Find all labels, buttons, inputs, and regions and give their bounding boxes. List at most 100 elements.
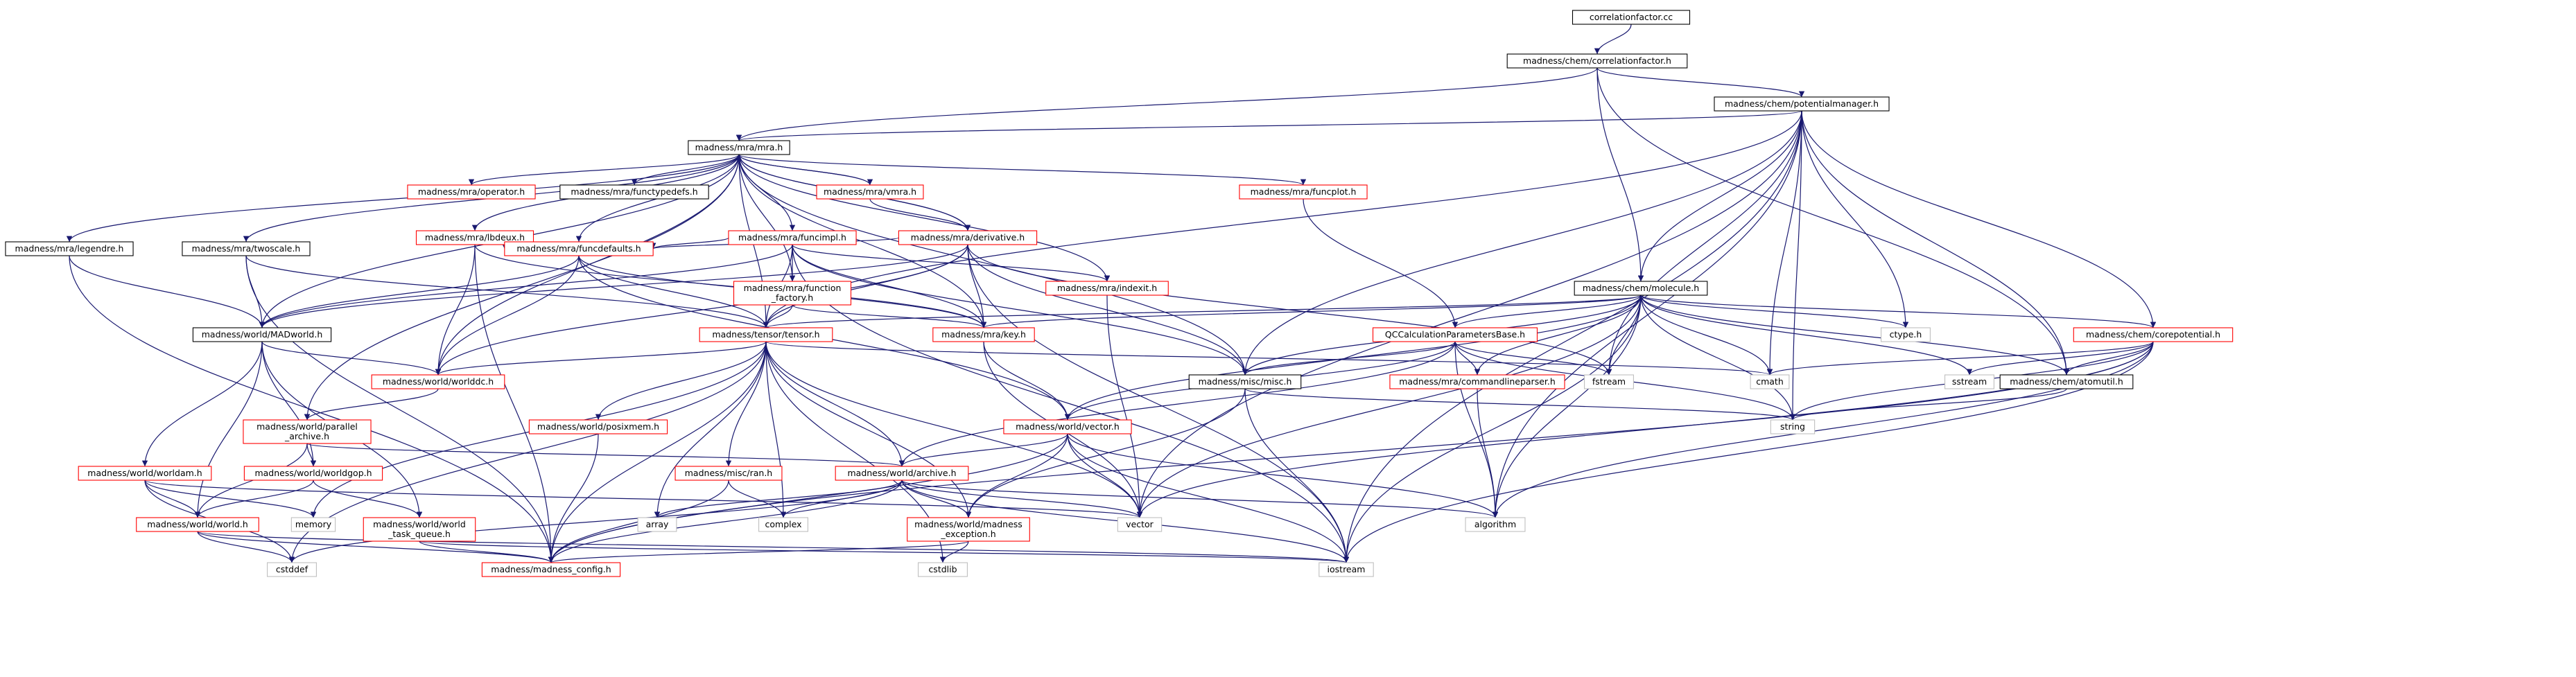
- node-cstdlib: cstdlib: [918, 562, 968, 577]
- dependency-nodes: correlationfactor.cc madness/chem/correla…: [5, 10, 2234, 577]
- node-box: [1750, 374, 1790, 389]
- node-mra-functypedefs-h[interactable]: madness/mra/functypedefs.h: [559, 184, 709, 200]
- edge-world-madworld-h-to-world-worldam-h: [141, 341, 263, 467]
- edge-mra-vmra-h-to-mra-derivative-h: [869, 198, 971, 231]
- node-mra-legendre-h[interactable]: madness/mra/legendre.h: [5, 241, 134, 256]
- node-label: complex: [765, 519, 802, 529]
- node-mra-operator-h[interactable]: madness/mra/operator.h: [407, 184, 536, 200]
- edge-mra-derivative-h-to-iostream: [967, 244, 1350, 563]
- node-box: [243, 466, 383, 481]
- node-box: [371, 374, 505, 389]
- node-world-worldgop-h[interactable]: madness/world/worldgop.h: [243, 466, 383, 481]
- node-box: [898, 230, 1038, 245]
- node-label: madness/mra/derivative.h: [911, 232, 1025, 243]
- edge-mra-mra-h-to-world-parallel-archive-h: [304, 154, 740, 421]
- node-qccalc-params-h[interactable]: QCCalculationParametersBase.h: [1372, 327, 1538, 342]
- node-label: iostream: [1328, 564, 1366, 574]
- node-label: madness/world/posixmem.h: [537, 421, 659, 432]
- node-world-archive-h[interactable]: madness/world/archive.h: [835, 466, 969, 481]
- node-mra-lbdeux-h[interactable]: madness/mra/lbdeux.h: [415, 230, 534, 245]
- edge-world-worlddc-h-to-world-parallel-archive-h: [304, 388, 439, 421]
- node-misc-misc-h[interactable]: madness/misc/misc.h: [1188, 374, 1302, 389]
- edge-world-vector-h-to-madness-config-h: [548, 433, 1068, 563]
- node-chem-atomutil-h[interactable]: madness/chem/atomutil.h: [1999, 374, 2134, 389]
- node-box: [528, 419, 668, 434]
- node-world-worldam-h[interactable]: madness/world/worldam.h: [78, 466, 212, 481]
- node-cstddef: cstddef: [267, 562, 317, 577]
- node-array: array: [637, 517, 677, 532]
- node-world-madworld-h[interactable]: madness/world/MADworld.h: [192, 327, 332, 342]
- node-world-world-h[interactable]: madness/world/world.h: [136, 517, 259, 532]
- edge-chem-molecule-h-to-chem-atomutil-h: [1640, 294, 2070, 376]
- edge-world-worldgop-h-to-world-world-task-queue-h: [313, 480, 423, 518]
- node-mra-funcplot-h[interactable]: madness/mra/funcplot.h: [1239, 184, 1368, 200]
- edge-mra-indexit-h-to-vector: [1106, 294, 1143, 518]
- node-box: [1574, 281, 1708, 296]
- node-box: [1372, 327, 1538, 342]
- node-mra-function-factory-h[interactable]: madness/mra/function_factory.h: [733, 281, 852, 306]
- edge-world-vector-h-to-world-madness-exception-h: [965, 433, 1068, 518]
- node-label: madness/tensor/tensor.h: [712, 329, 819, 340]
- edge-mra-funcplot-h-to-qccalc-params-h: [1303, 198, 1459, 328]
- edge-mra-mra-h-to-mra-functypedefs-h: [631, 154, 740, 186]
- node-memory: memory: [290, 517, 336, 532]
- node-mra-indexit-h[interactable]: madness/mra/indexit.h: [1045, 281, 1169, 296]
- node-world-vector-h[interactable]: madness/world/vector.h: [1003, 419, 1132, 434]
- node-chem-correlationfactor-h[interactable]: madness/chem/correlationfactor.h: [1506, 53, 1688, 69]
- node-algorithm: algorithm: [1465, 517, 1526, 532]
- edge-world-parallel-archive-h-to-world-archive-h: [306, 443, 905, 467]
- node-label: madness/world/worldam.h: [87, 468, 202, 478]
- edge-world-madworld-h-to-world-worldgop-h: [261, 341, 317, 467]
- node-box: [1389, 374, 1565, 389]
- node-misc-ran-h[interactable]: madness/misc/ran.h: [675, 466, 783, 481]
- edge-chem-potentialmanager-h-to-vector: [1136, 110, 1802, 518]
- node-mra-derivative-h[interactable]: madness/mra/derivative.h: [898, 230, 1038, 245]
- node-mra-funcdefaults-h[interactable]: madness/mra/funcdefaults.h: [504, 241, 654, 256]
- node-label: algorithm: [1474, 519, 1516, 529]
- edge-mra-legendre-h-to-world-madworld-h: [69, 255, 266, 328]
- node-label: ctype.h: [1890, 329, 1922, 340]
- node-correlationfactor-cc[interactable]: correlationfactor.cc: [1572, 10, 1691, 25]
- node-world-world-task-queue-h[interactable]: madness/world/world_task_queue.h: [363, 517, 476, 542]
- node-sstream: sstream: [1944, 374, 1994, 389]
- node-madness-config-h[interactable]: madness/madness_config.h: [481, 562, 621, 577]
- node-vector: vector: [1117, 517, 1163, 532]
- node-mra-mra-h[interactable]: madness/mra/mra.h: [688, 140, 790, 155]
- edge-chem-correlationfactor-h-to-mra-mra-h: [736, 67, 1598, 141]
- node-label: madness/mra/function: [744, 283, 842, 293]
- node-box: [675, 466, 783, 481]
- node-chem-molecule-h[interactable]: madness/chem/molecule.h: [1574, 281, 1708, 296]
- node-box: [407, 184, 536, 200]
- edge-chem-potentialmanager-h-to-iostream: [1343, 110, 1802, 563]
- node-mra-vmra-h[interactable]: madness/mra/vmra.h: [816, 184, 924, 200]
- node-label: correlationfactor.cc: [1590, 12, 1673, 22]
- edge-world-world-h-to-cstddef: [197, 531, 295, 563]
- edge-chem-atomutil-h-to-string: [1789, 388, 2067, 421]
- edge-chem-molecule-h-to-cmath: [1640, 294, 1773, 376]
- node-box: [182, 241, 311, 256]
- node-mra-commandlineparser-h[interactable]: madness/mra/commandlineparser.h: [1389, 374, 1565, 389]
- node-box: [1239, 184, 1368, 200]
- edge-chem-molecule-h-to-sstream: [1640, 294, 1973, 376]
- edge-chem-potentialmanager-h-to-cmath: [1766, 110, 1802, 376]
- node-world-parallel-archive-h[interactable]: madness/world/parallel_archive.h: [243, 419, 372, 444]
- node-mra-twoscale-h[interactable]: madness/mra/twoscale.h: [182, 241, 311, 256]
- node-world-worlddc-h[interactable]: madness/world/worlddc.h: [371, 374, 505, 389]
- edge-chem-molecule-h-to-qccalc-params-h: [1452, 294, 1642, 328]
- node-tensor-tensor-h[interactable]: madness/tensor/tensor.h: [699, 327, 833, 342]
- node-label: madness/mra/operator.h: [418, 186, 525, 197]
- node-box: [1770, 419, 1816, 434]
- edge-chem-molecule-h-to-mra-key-h: [981, 294, 1642, 328]
- node-box: [637, 517, 677, 532]
- edge-world-madness-exception-h-to-madness-config-h: [548, 540, 969, 563]
- node-chem-potentialmanager-h[interactable]: madness/chem/potentialmanager.h: [1714, 96, 1890, 112]
- node-box: [481, 562, 621, 577]
- node-label: _factory.h: [771, 292, 813, 303]
- node-chem-corepotential-h[interactable]: madness/chem/corepotential.h: [2073, 327, 2234, 342]
- node-world-posixmem-h[interactable]: madness/world/posixmem.h: [528, 419, 668, 434]
- node-mra-key-h[interactable]: madness/mra/key.h: [932, 327, 1035, 342]
- node-world-madness-exception-h[interactable]: madness/world/madness_exception.h: [907, 517, 1030, 542]
- edge-tensor-tensor-h-to-misc-ran-h: [725, 341, 767, 467]
- node-mra-funcimpl-h[interactable]: madness/mra/funcimpl.h: [728, 230, 857, 245]
